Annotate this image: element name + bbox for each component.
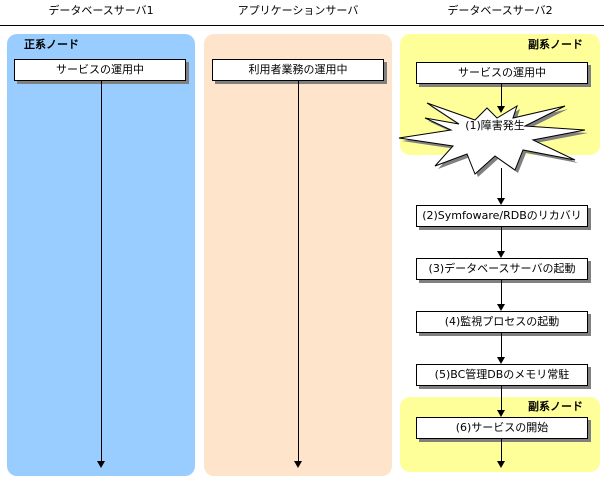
step-monitor-process-start-box: (4)監視プロセスの起動 [416, 311, 588, 333]
step-service-start-box: (6)サービスの開始 [416, 417, 588, 439]
db2-arrowhead-2-icon [497, 251, 505, 258]
app-arrowhead-icon [294, 461, 302, 468]
db1-timeline [101, 81, 102, 463]
header-db-server-1: データベースサーバ1 [48, 4, 154, 17]
db2-arrowhead-4-icon [497, 357, 505, 364]
db2-service-running-box: サービスの運用中 [416, 62, 588, 84]
db2-connector-5 [501, 386, 502, 412]
db2-arrowhead-6-icon [497, 461, 505, 468]
header-db-server-2: データベースサーバ2 [447, 4, 553, 17]
failure-label: (1)障害発生 [465, 119, 525, 132]
db2-connector-6 [501, 439, 502, 463]
header-app-server: アプリケーションサーバ [237, 4, 359, 17]
db2-arrowhead-3-icon [497, 304, 505, 311]
failure-burst-icon [398, 102, 588, 177]
secondary-node-label-top: 副系ノード [528, 38, 583, 51]
primary-node-label: 正系ノード [24, 38, 79, 51]
db2-arrowhead-0-icon [497, 106, 505, 113]
step-db-server-start-box: (3)データベースサーバの起動 [416, 258, 588, 280]
db2-connector-2 [501, 227, 502, 253]
db2-connector-1 [501, 168, 502, 202]
db1-arrowhead-icon [97, 461, 105, 468]
app-business-running-box: 利用者業務の運用中 [212, 59, 384, 81]
db2-arrowhead-1-icon [497, 198, 505, 205]
app-timeline [298, 81, 299, 463]
header-divider [0, 25, 604, 26]
db2-connector-0 [501, 84, 502, 108]
db2-connector-4 [501, 333, 502, 359]
db2-connector-3 [501, 280, 502, 306]
db2-arrowhead-5-icon [497, 410, 505, 417]
step-bc-db-resident-box: (5)BC管理DBのメモリ常駐 [416, 364, 588, 386]
step-recovery-box: (2)Symfoware/RDBのリカバリ [416, 205, 588, 227]
db1-service-running-box: サービスの運用中 [14, 59, 186, 81]
secondary-node-label-bottom: 副系ノード [528, 400, 583, 413]
